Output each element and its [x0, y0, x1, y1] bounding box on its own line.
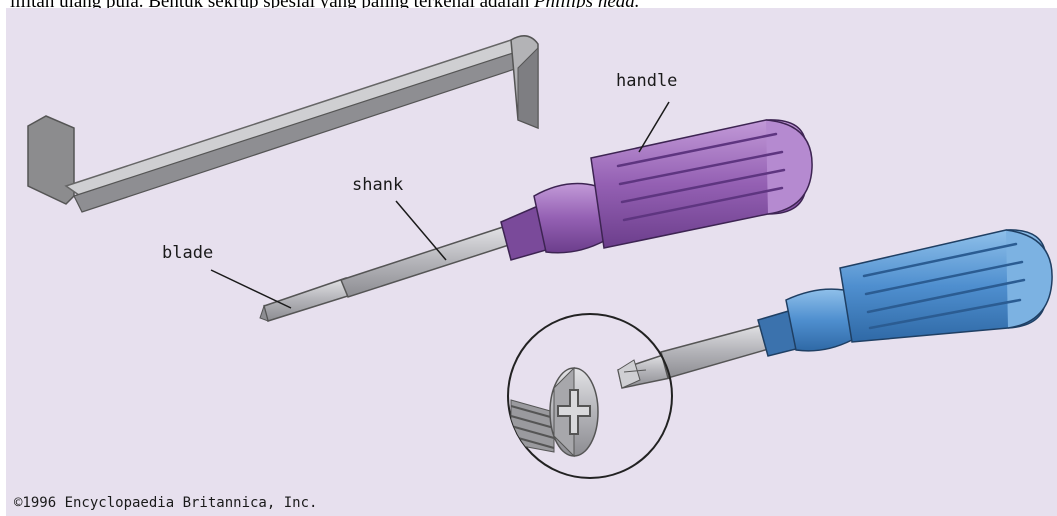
blade-leader-line: [211, 270, 291, 308]
phillips-screwdriver: [618, 230, 1052, 388]
phillips-screw: [511, 368, 598, 456]
screwdriver-illustration: handle shank blade ©1996 Encyclopaedia B…: [6, 8, 1057, 516]
copyright-notice: ©1996 Encyclopaedia Britannica, Inc.: [14, 495, 317, 511]
flathead-screwdriver: [260, 120, 812, 321]
magnified-detail-circle: [508, 314, 672, 478]
handle-label: handle: [616, 71, 677, 91]
blade-label: blade: [162, 243, 213, 263]
illustration-svg: handle shank blade ©1996 Encyclopaedia B…: [6, 8, 1057, 516]
shank-leader-line: [396, 201, 446, 260]
shank-label: shank: [352, 175, 403, 195]
hex-key-wrench: [28, 36, 538, 212]
